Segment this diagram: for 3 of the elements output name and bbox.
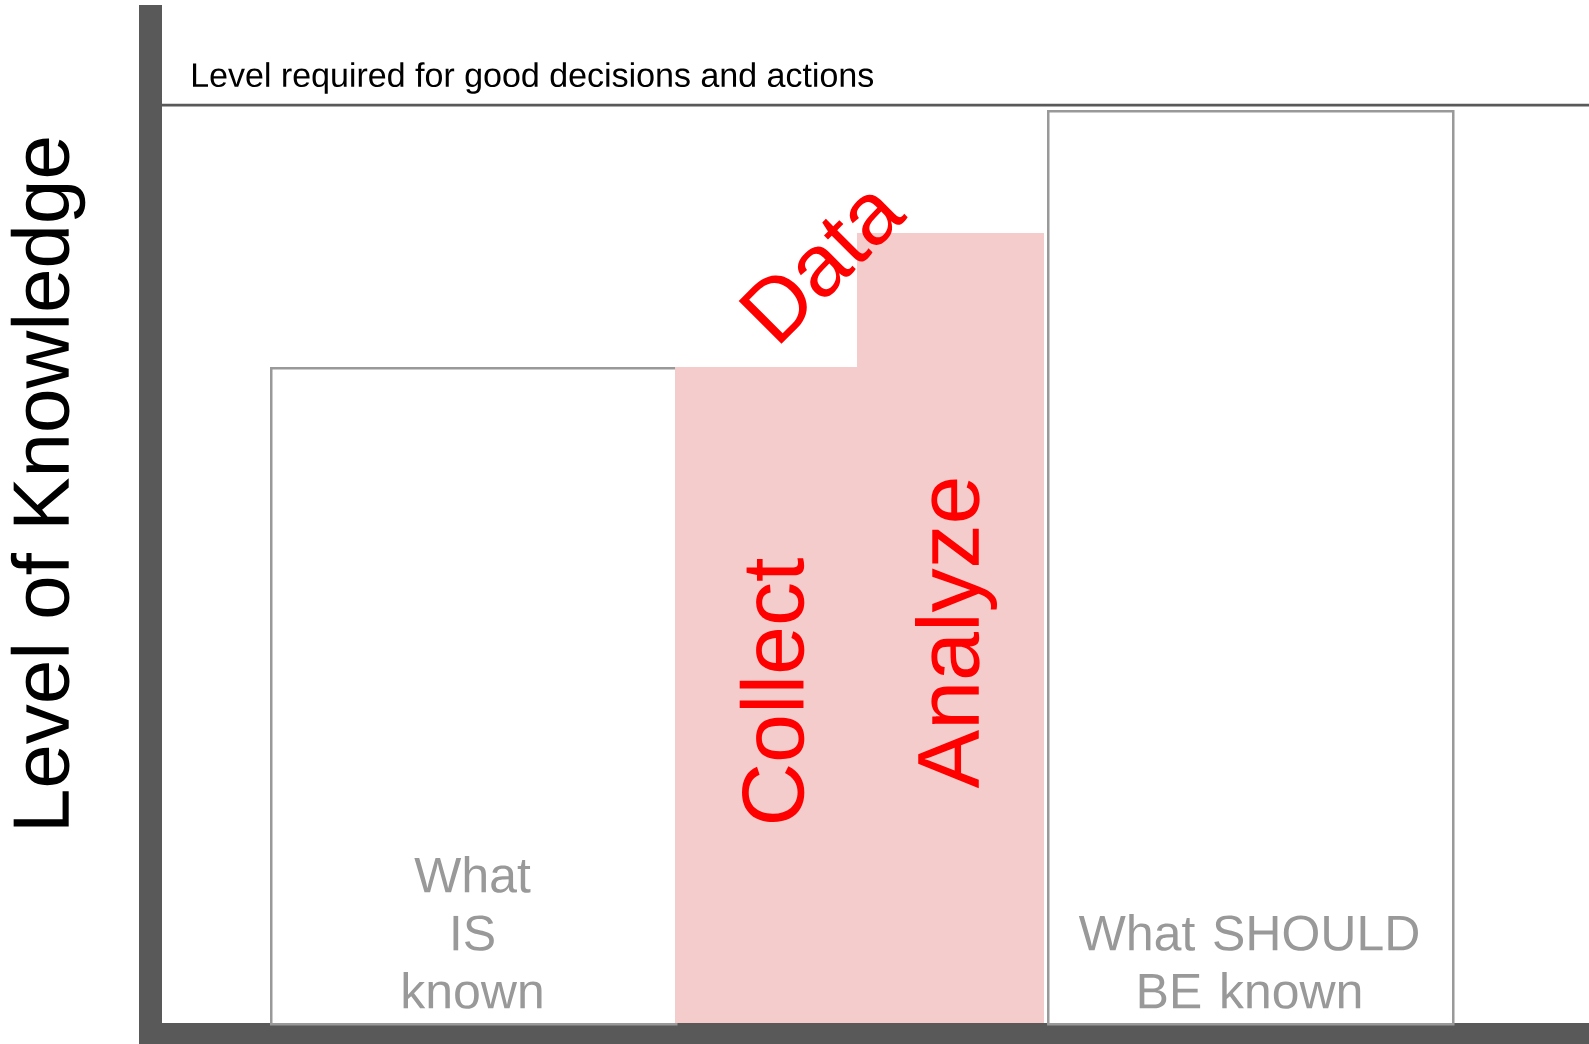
bar: What SHOULD BE known: [1047, 110, 1455, 1026]
threshold-label: Level required for good decisions and actions: [193, 62, 874, 94]
axis-title: Level of Knowledge: [10, 138, 86, 827]
